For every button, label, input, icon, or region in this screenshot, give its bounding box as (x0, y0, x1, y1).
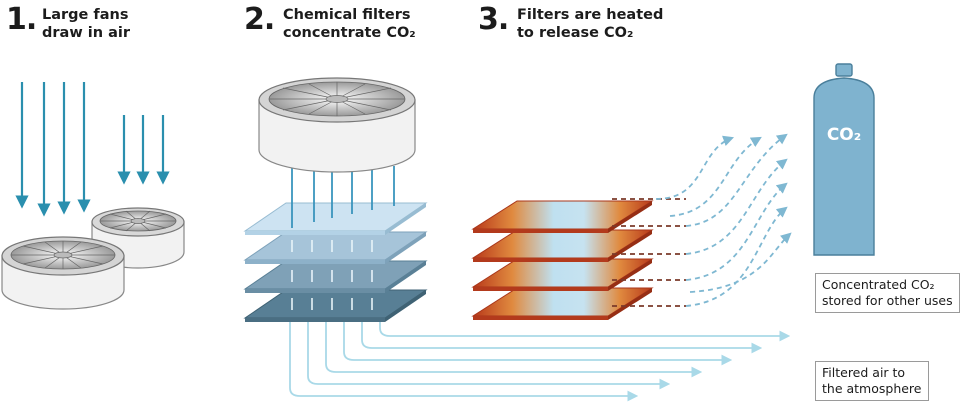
step-2-number: 2. (244, 2, 275, 37)
filtered-air-note: Filtered air to the atmosphere (815, 361, 929, 401)
intake-air-arrows (15, 82, 170, 217)
step-2-line-2: concentrate CO₂ (283, 25, 416, 41)
step-3-line-1: Filters are heated (517, 7, 664, 23)
fan-unit-filter (258, 77, 416, 173)
stored-co2-note: Concentrated CO₂ stored for other uses (815, 273, 960, 313)
step-3-label: Filters are heated to release CO₂ (517, 6, 663, 42)
filtered-note-line-1: Filtered air to (822, 365, 906, 380)
stored-note-line-1: Concentrated CO₂ (822, 277, 935, 292)
fan-unit-large (1, 236, 125, 310)
heated-filter-stack (471, 200, 654, 320)
step-2-label: Chemical filters concentrate CO₂ (283, 6, 416, 42)
step-3-number: 3. (478, 2, 509, 37)
step-1-line-1: Large fans (42, 7, 129, 23)
step-2-line-1: Chemical filters (283, 7, 411, 23)
filtered-note-line-2: the atmosphere (822, 381, 922, 396)
tank-label: CO₂ (826, 125, 862, 145)
air-through-filters (291, 166, 395, 310)
step-3-line-2: to release CO₂ (517, 25, 634, 41)
stored-note-line-2: stored for other uses (822, 293, 953, 308)
co2-tank (813, 63, 875, 256)
fan-unit-small (91, 207, 185, 269)
filtered-air-outflow-arrows (289, 316, 791, 402)
chemical-filter-stack (243, 202, 428, 322)
step-1-number: 1. (6, 2, 37, 37)
step-1-label: Large fans draw in air (42, 6, 130, 42)
step-1-line-2: draw in air (42, 25, 131, 41)
co2-release-arrows (612, 133, 792, 307)
